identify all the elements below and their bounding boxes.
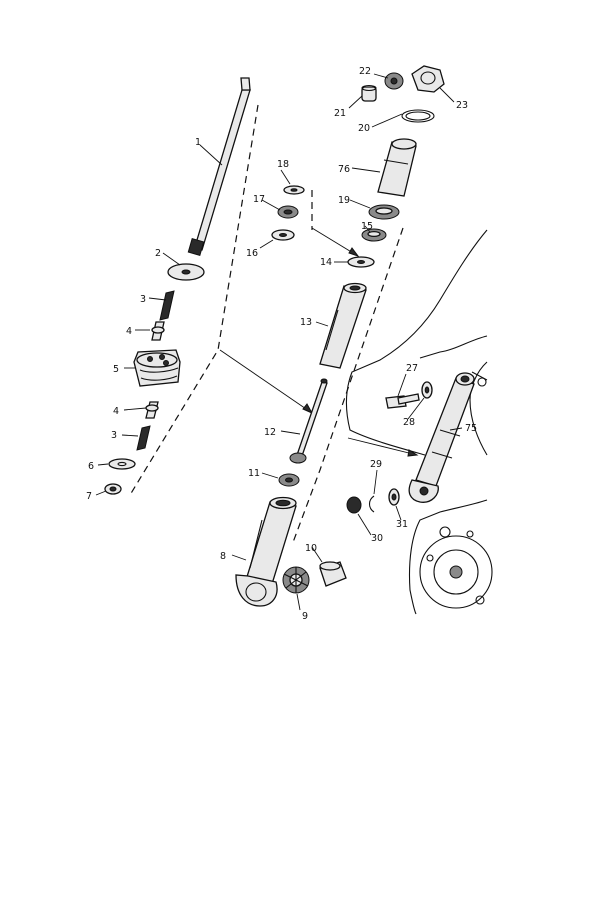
label-part-6: 6 xyxy=(88,461,94,472)
part-75-damper xyxy=(408,372,475,503)
part-23-cap xyxy=(411,65,445,93)
label-part-16: 16 xyxy=(246,248,258,259)
part-18-washer xyxy=(283,185,305,195)
part-10-sleeve xyxy=(319,561,347,587)
part-76-sleeve xyxy=(377,138,417,197)
label-part-18: 18 xyxy=(277,159,289,170)
label-part-10: 10 xyxy=(305,543,317,554)
part-15-bearing xyxy=(361,228,387,242)
label-part-76: 76 xyxy=(338,164,350,175)
leader-lines xyxy=(95,73,463,611)
part-13-tube xyxy=(319,282,367,369)
label-part-31: 31 xyxy=(396,519,408,530)
part-5-block xyxy=(133,349,181,387)
label-part-30: 30 xyxy=(371,533,383,544)
part-8-housing-tube xyxy=(235,496,297,607)
label-part-9: 9 xyxy=(302,611,308,622)
label-part-1: 1 xyxy=(195,137,201,148)
label-part-13: 13 xyxy=(300,317,312,328)
part-31-washer xyxy=(388,488,400,506)
label-part-28: 28 xyxy=(403,417,415,428)
label-part-14: 14 xyxy=(320,257,332,268)
part-11-nut xyxy=(278,473,300,487)
part-2-disc xyxy=(167,263,205,281)
part-16-washer xyxy=(271,229,295,241)
part-9-gear xyxy=(282,566,310,594)
part-3-spring-lower xyxy=(136,425,151,451)
label-part-11: 11 xyxy=(248,468,260,479)
label-part-17: 17 xyxy=(253,194,265,205)
label-part-19: 19 xyxy=(338,195,350,206)
label-part-23: 23 xyxy=(456,100,468,111)
part-21-bushing xyxy=(361,84,377,102)
label-part-12: 12 xyxy=(264,427,276,438)
label-part-27: 27 xyxy=(406,363,418,374)
part-1-shaft xyxy=(187,77,251,257)
part-4-pin-lower xyxy=(145,401,159,419)
label-part-29: 29 xyxy=(370,459,382,470)
label-part-75: 75 xyxy=(465,423,477,434)
label-part-7: 7 xyxy=(86,491,92,502)
part-22-nut xyxy=(384,72,404,90)
part-14-washer xyxy=(347,256,375,268)
part-3-spring-upper xyxy=(159,290,175,321)
part-19-bearing xyxy=(368,204,400,220)
label-part-8: 8 xyxy=(220,551,226,562)
label-part-20: 20 xyxy=(358,123,370,134)
part-20-seal-ring xyxy=(401,109,435,123)
callout-labels: 1 2 3 3 4 4 5 6 7 8 9 10 11 12 13 14 15 … xyxy=(86,66,477,622)
label-part-2: 2 xyxy=(155,248,161,259)
part-29-clip xyxy=(368,495,375,513)
part-7-nut xyxy=(104,483,122,495)
label-part-21: 21 xyxy=(334,108,346,119)
part-30-nut xyxy=(346,496,362,514)
assembly-guide-lines xyxy=(129,104,404,546)
part-17-bearing xyxy=(277,205,299,219)
label-part-5: 5 xyxy=(113,364,119,375)
label-part-4: 4 xyxy=(113,406,119,417)
part-4-pin-upper xyxy=(151,321,165,341)
label-part-4: 4 xyxy=(126,326,132,337)
part-12-rod xyxy=(289,378,328,464)
assembly-arrows xyxy=(219,227,419,457)
part-6-washer xyxy=(108,458,136,470)
label-part-15: 15 xyxy=(361,221,373,232)
engine-housing xyxy=(345,229,493,615)
label-part-3: 3 xyxy=(140,294,146,305)
part-28-washer xyxy=(421,381,433,399)
part-27-bolt xyxy=(385,393,420,409)
label-part-22: 22 xyxy=(359,66,371,77)
label-part-3: 3 xyxy=(111,430,117,441)
